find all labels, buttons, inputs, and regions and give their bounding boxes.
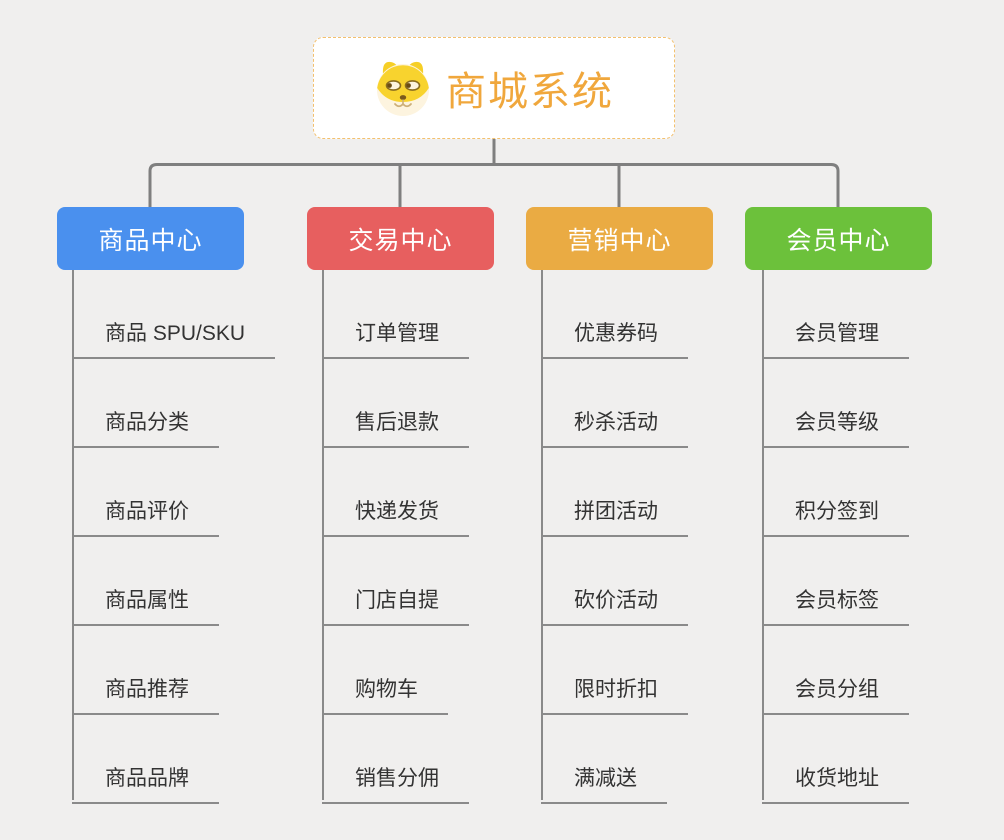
leaf-node[interactable]: 满减送	[541, 762, 667, 804]
leaf-node[interactable]: 秒杀活动	[541, 406, 688, 448]
leaf-node[interactable]: 售后退款	[322, 406, 469, 448]
leaf-slot: 快递发货	[322, 448, 469, 537]
leaf-node[interactable]: 商品评价	[72, 495, 219, 537]
leaf-node[interactable]: 会员管理	[762, 317, 909, 359]
column-rail-line	[72, 270, 74, 800]
branch-rail-line	[148, 163, 840, 207]
column-rail-line	[762, 270, 764, 800]
leaf-slot: 会员管理	[762, 270, 909, 359]
leaf-node[interactable]: 购物车	[322, 673, 448, 715]
leaf-slot: 会员分组	[762, 626, 909, 715]
leaf-slot: 商品评价	[72, 448, 275, 537]
leaf-slot: 满减送	[541, 715, 688, 804]
leaf-node[interactable]: 拼团活动	[541, 495, 688, 537]
leaf-slot: 购物车	[322, 626, 469, 715]
leaf-node[interactable]: 限时折扣	[541, 673, 688, 715]
leaf-slot: 拼团活动	[541, 448, 688, 537]
dog-face-icon	[374, 59, 432, 117]
leaf-slot: 砍价活动	[541, 537, 688, 626]
leaf-slot: 限时折扣	[541, 626, 688, 715]
leaf-node[interactable]: 积分签到	[762, 495, 909, 537]
leaf-node[interactable]: 商品属性	[72, 584, 219, 626]
branch-node-member-center[interactable]: 会员中心	[745, 207, 932, 270]
branch-items-column-trade: 订单管理售后退款快递发货门店自提购物车销售分佣	[322, 270, 469, 804]
branch-node-marketing-center[interactable]: 营销中心	[526, 207, 713, 270]
leaf-node[interactable]: 会员标签	[762, 584, 909, 626]
leaf-node[interactable]: 门店自提	[322, 584, 469, 626]
branch-items-column-member: 会员管理会员等级积分签到会员标签会员分组收货地址	[762, 270, 909, 804]
leaf-node[interactable]: 订单管理	[322, 317, 469, 359]
root-label: 商城系统	[446, 70, 614, 114]
leaf-node[interactable]: 商品 SPU/SKU	[72, 317, 276, 359]
leaf-slot: 商品 SPU/SKU	[72, 270, 276, 359]
leaf-node[interactable]: 砍价活动	[541, 584, 688, 626]
leaf-slot: 优惠券码	[541, 270, 688, 359]
leaf-node[interactable]: 商品推荐	[72, 673, 219, 715]
leaf-node[interactable]: 优惠券码	[541, 317, 688, 359]
leaf-node[interactable]: 商品分类	[72, 406, 219, 448]
leaf-node[interactable]: 销售分佣	[322, 762, 469, 804]
leaf-slot: 秒杀活动	[541, 359, 688, 448]
leaf-slot: 收货地址	[762, 715, 909, 804]
leaf-node[interactable]: 商品品牌	[72, 762, 219, 804]
leaf-slot: 门店自提	[322, 537, 469, 626]
root-node[interactable]: 商城系统	[313, 37, 675, 139]
leaf-slot: 商品品牌	[72, 715, 275, 804]
branch-items-column-marketing: 优惠券码秒杀活动拼团活动砍价活动限时折扣满减送	[541, 270, 688, 804]
branch-node-trade-center[interactable]: 交易中心	[307, 207, 494, 270]
leaf-slot: 售后退款	[322, 359, 469, 448]
column-rail-line	[541, 270, 543, 800]
branch-node-product-center[interactable]: 商品中心	[57, 207, 244, 270]
leaf-node[interactable]: 会员分组	[762, 673, 909, 715]
column-rail-line	[322, 270, 324, 800]
leaf-node[interactable]: 会员等级	[762, 406, 909, 448]
leaf-slot: 会员等级	[762, 359, 909, 448]
leaf-node[interactable]: 快递发货	[322, 495, 469, 537]
leaf-slot: 商品属性	[72, 537, 275, 626]
leaf-slot: 商品分类	[72, 359, 275, 448]
leaf-node[interactable]: 收货地址	[762, 762, 909, 804]
leaf-slot: 会员标签	[762, 537, 909, 626]
leaf-slot: 销售分佣	[322, 715, 469, 804]
leaf-slot: 积分签到	[762, 448, 909, 537]
branch-items-column-product: 商品 SPU/SKU 商品分类商品评价商品属性商品推荐商品品牌	[72, 270, 276, 804]
leaf-slot: 商品推荐	[72, 626, 275, 715]
leaf-slot: 订单管理	[322, 270, 469, 359]
